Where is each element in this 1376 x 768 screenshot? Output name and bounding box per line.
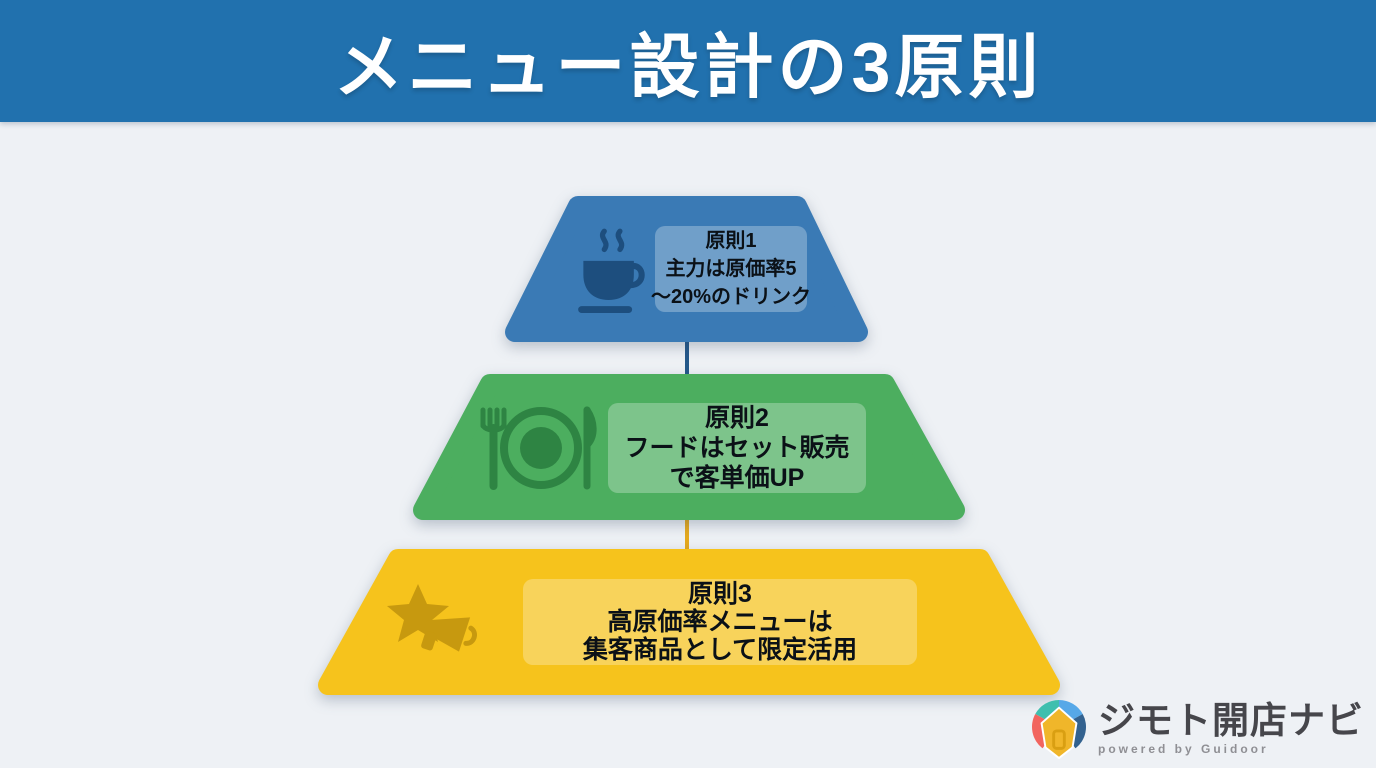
principle-2-panel: 原則2 フードはセット販売 で客単価UP — [608, 403, 866, 493]
powered-by-label: powered by Guidoor — [1098, 742, 1269, 756]
principle-2-title: 原則2 — [705, 404, 769, 432]
principle-3-line3: 集客商品として限定活用 — [582, 636, 858, 664]
connector-level2-level3 — [685, 508, 689, 562]
pyramid-level-1: 原則1 主力は原価率5 〜20%のドリンク — [500, 194, 875, 344]
footer-brand: ジモト開店ナビ powered by Guidoor — [1028, 696, 1364, 762]
pyramid-level-3: 原則3 高原価率メニューは 集客商品として限定活用 — [310, 547, 1070, 697]
principle-1-line2: 主力は原価率5 — [665, 258, 797, 280]
cutlery-plate-icon — [480, 406, 597, 490]
trapezoid-shape-3 — [318, 549, 1060, 695]
pyramid-level-2: 原則2 フードはセット販売 で客単価UP — [405, 372, 975, 522]
principle-3-title: 原則3 — [688, 580, 752, 608]
star-megaphone-icon — [387, 584, 477, 652]
principle-1-title: 原則1 — [705, 230, 757, 252]
principle-2-line2: フードはセット販売 — [624, 434, 850, 462]
title-bar: メニュー設計の3原則 — [0, 0, 1376, 122]
principle-1-panel: 原則1 主力は原価率5 〜20%のドリンク — [651, 226, 811, 312]
principle-1-line3: 〜20%のドリンク — [650, 286, 812, 308]
principle-2-line3: で客単価UP — [669, 464, 805, 492]
page-title: メニュー設計の3原則 — [333, 27, 1043, 106]
connector-level1-level2 — [685, 332, 689, 384]
principle-3-line2: 高原価率メニューは — [607, 608, 833, 636]
coffee-cup-icon — [578, 228, 645, 314]
principle-3-panel: 原則3 高原価率メニューは 集客商品として限定活用 — [523, 579, 917, 665]
brand-name: ジモト開店ナビ — [1098, 700, 1364, 741]
guidoor-logo-icon — [1031, 699, 1087, 760]
